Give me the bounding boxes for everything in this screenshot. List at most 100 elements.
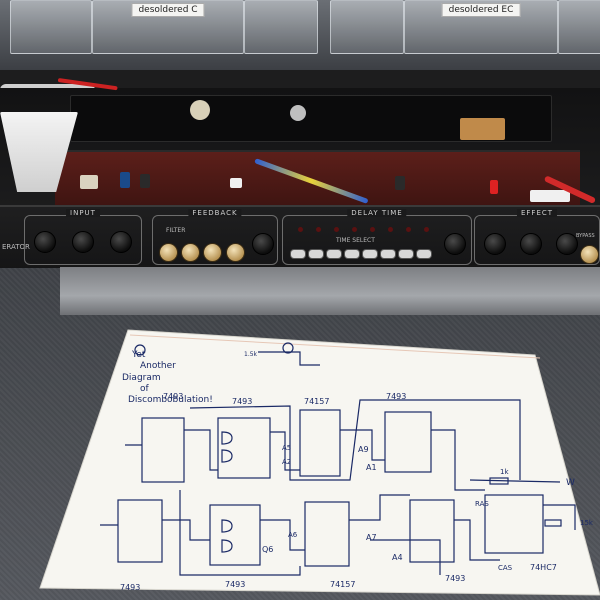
chip-bottom-mid-left [209, 504, 261, 566]
resistor-1k5: 1.5k [244, 351, 258, 358]
delay-led [334, 227, 339, 232]
paper-margin-line [129, 334, 541, 359]
effect-knob-3[interactable] [556, 233, 578, 255]
feedback-knob-4[interactable] [226, 243, 245, 262]
time-button-1[interactable] [290, 249, 306, 259]
signal-a5: A5 [282, 444, 291, 452]
chip-label-bottom-mid-left: 7493 [225, 580, 245, 589]
storage-bin-right: desoldered EC [404, 0, 558, 54]
signal-a7: A7 [366, 533, 377, 542]
feedback-title: FEEDBACK [188, 209, 242, 217]
time-button-5[interactable] [362, 249, 378, 259]
bypass-knob[interactable] [580, 245, 599, 264]
input-knob-2[interactable] [72, 231, 94, 253]
wire [162, 519, 210, 541]
wire [469, 479, 561, 483]
signal-a1: A1 [366, 463, 377, 472]
input-knob-1[interactable] [34, 231, 56, 253]
chip-label-top-right: 7493 [386, 392, 406, 401]
feedback-knob-2[interactable] [181, 243, 200, 262]
gate-symbol [221, 519, 233, 533]
feedback-knob-5[interactable] [252, 233, 274, 255]
chip-bottom-left [117, 499, 163, 563]
wire [454, 519, 500, 561]
signal-a9: A9 [358, 445, 369, 454]
input-section: INPUT [24, 209, 142, 265]
input-knob-3[interactable] [110, 231, 132, 253]
chip-top-mid-left [217, 417, 271, 479]
time-button-6[interactable] [380, 249, 396, 259]
storage-bin-left: desoldered C [92, 0, 244, 54]
wire [184, 429, 218, 471]
gate-symbol [221, 431, 233, 445]
front-panel: ERATOR INPUT FEEDBACK FILTER DELAY TIME … [0, 205, 600, 269]
rack-underside [60, 267, 600, 315]
delay-title: DELAY TIME [347, 209, 407, 217]
delay-led [370, 227, 375, 232]
wire [258, 351, 320, 366]
effect-knob-1[interactable] [484, 233, 506, 255]
chip-bottom-mid-right [304, 501, 350, 567]
delay-led [316, 227, 321, 232]
wire [370, 539, 441, 575]
component [230, 178, 242, 188]
component [490, 180, 498, 194]
wire [179, 490, 301, 576]
transformer [460, 118, 505, 140]
chip-label-top-left: 7493 [163, 392, 183, 401]
schematic-wires [100, 342, 576, 576]
signal-a2: A2 [282, 458, 291, 466]
resistor [544, 519, 562, 527]
storage-bin [244, 0, 318, 54]
delay-knob[interactable] [444, 233, 466, 255]
circuit-node [134, 344, 146, 356]
title-line-3: Diagram [122, 373, 161, 383]
title-line-2: Another [140, 361, 176, 371]
chip-label-far-right: 74HC7 [530, 563, 557, 572]
bin-label-right: desoldered EC [441, 3, 521, 17]
time-button-2[interactable] [308, 249, 324, 259]
delay-led [352, 227, 357, 232]
chip-label-bottom-mid-right: 74157 [330, 580, 355, 589]
component-shelf: desoldered C desoldered EC [0, 0, 600, 70]
gate-symbol [221, 449, 233, 463]
signal-w: W [566, 478, 575, 488]
feedback-knob-1[interactable] [159, 243, 178, 262]
storage-bin [10, 0, 92, 54]
wire [431, 429, 485, 491]
wire [260, 519, 305, 551]
time-select-label: TIME SELECT [336, 237, 375, 244]
signal-a6: A6 [288, 531, 298, 539]
storage-bin [330, 0, 404, 54]
pot-component [190, 100, 210, 120]
feedback-knob-3[interactable] [203, 243, 222, 262]
chip-label-top-mid-left: 7493 [232, 397, 252, 406]
title-line-1: Yet [131, 350, 146, 360]
chip-far-right [484, 494, 544, 554]
delay-led [388, 227, 393, 232]
wire [270, 431, 300, 471]
resistor-1k: 1k [500, 468, 509, 476]
time-button-4[interactable] [344, 249, 360, 259]
effect-knob-2[interactable] [520, 233, 542, 255]
capacitor [120, 172, 130, 188]
capacitor [395, 176, 405, 190]
wire [349, 494, 410, 521]
bypass-label: BYPASS [576, 233, 595, 239]
time-button-8[interactable] [416, 249, 432, 259]
time-button-7[interactable] [398, 249, 414, 259]
signal-q6: Q6 [262, 545, 273, 554]
title-line-4: of [140, 384, 150, 394]
wire-top-bus [189, 399, 521, 481]
title-line-5: Discombobulation! [128, 395, 213, 405]
resistor-15k: 15k [580, 519, 594, 527]
signal-a4: A4 [392, 553, 403, 562]
capacitor [140, 174, 150, 188]
signal-cas: CAS [498, 564, 513, 572]
delay-section: DELAY TIME [282, 209, 472, 265]
time-button-3[interactable] [326, 249, 342, 259]
gate-symbol [221, 539, 233, 553]
chip-label-bottom-right: 7493 [445, 574, 465, 583]
